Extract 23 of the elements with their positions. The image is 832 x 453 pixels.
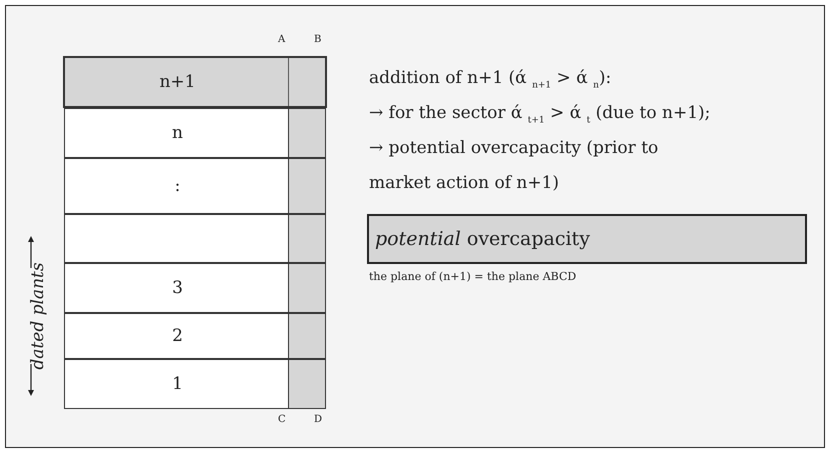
row-label: n+1 [158, 71, 196, 94]
text-paragraph: → potential overcapacity (prior to market action of n+1) [369, 137, 660, 195]
table-row [64, 158, 326, 214]
row-label: 1 [171, 373, 184, 396]
corner-letter: C [278, 414, 286, 425]
table-row [64, 313, 326, 359]
corner-letter: A [278, 34, 286, 45]
axis-label: dated plants [28, 261, 48, 372]
corner-letter: B [314, 34, 322, 45]
table-row [64, 263, 326, 313]
text-line: → for the sector ά $_{t+1}$ > ά $_{t}$ (due to n+1); [369, 102, 710, 128]
note-text: the plane of (n+1) = the plane ABCD [369, 270, 576, 283]
row-label: 2 [171, 325, 184, 348]
row-label: : [174, 175, 182, 198]
row-label: n [171, 122, 184, 145]
empty-table-row [64, 214, 326, 263]
highlight-box: potential overcapacity [367, 214, 807, 264]
table-row [64, 108, 326, 158]
row-label: 3 [171, 277, 184, 300]
corner-letter: D [314, 414, 322, 425]
table-row [63, 56, 327, 108]
text-line: addition of n+1 (ά $_{n+1}$ > ά $_{n}$): [369, 67, 612, 92]
table-row [64, 359, 326, 409]
